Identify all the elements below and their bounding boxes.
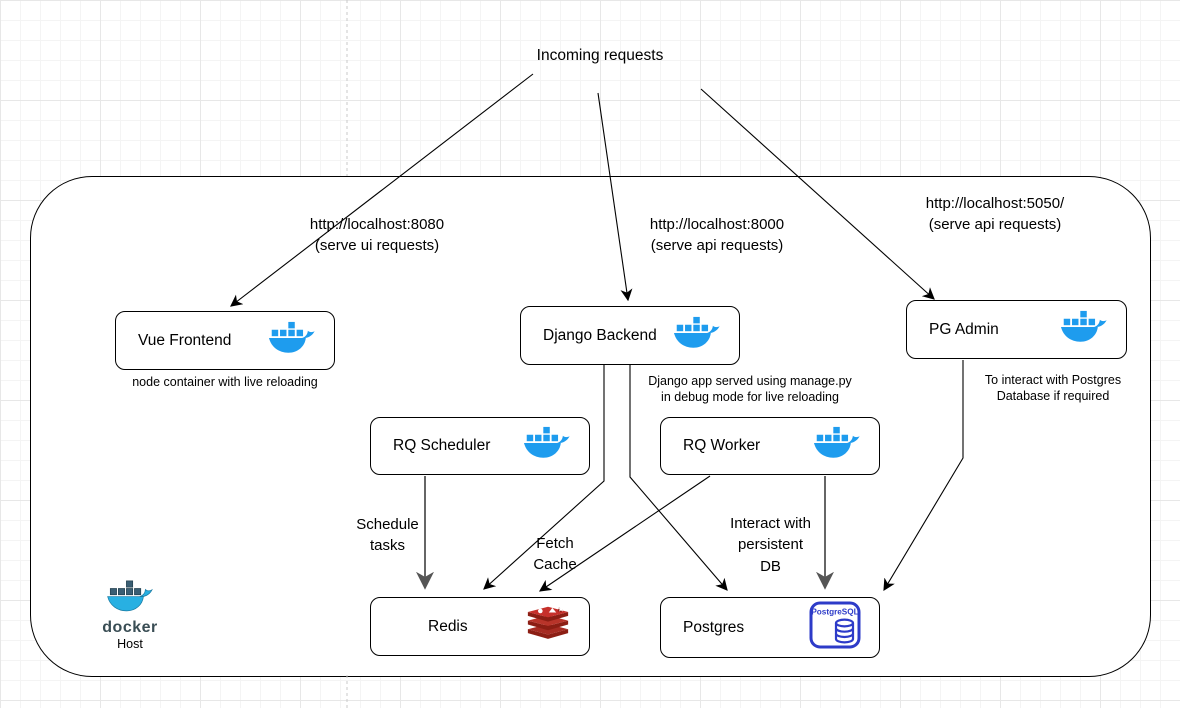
node-vue-frontend-label: Vue Frontend <box>138 331 232 349</box>
node-pg-admin[interactable]: PG Admin <box>906 300 1127 359</box>
node-rq-worker-label: RQ Worker <box>683 437 761 454</box>
edge-label-api-requests: http://localhost:8000 (serve api request… <box>649 216 785 255</box>
host-label: Host <box>117 637 143 651</box>
node-rq-scheduler-label: RQ Scheduler <box>393 437 491 454</box>
docker-whale-icon <box>673 316 721 356</box>
postgresql-icon-text: PostgreSQL <box>811 608 858 617</box>
node-rq-scheduler[interactable]: RQ Scheduler <box>370 417 590 475</box>
node-postgres-label: Postgres <box>683 618 745 636</box>
docker-whale-icon <box>1060 310 1108 350</box>
redis-icon <box>525 604 571 649</box>
node-postgres[interactable]: Postgres PostgreSQL <box>660 597 880 658</box>
docker-logo-icon <box>96 580 164 619</box>
docker-whale-icon <box>523 426 571 466</box>
edge-label-ui-requests: http://localhost:8080 (serve ui requests… <box>309 216 445 255</box>
edge-label-interact-db: Interact with persistent DB <box>730 515 811 575</box>
edge-label-fetch-cache: Fetch Cache <box>533 535 577 574</box>
postgresql-icon: PostgreSQL <box>809 601 861 654</box>
django-backend-caption: Django app served using manage.py in deb… <box>648 374 852 404</box>
edge-label-pgadmin-requests: http://localhost:5050/ (serve api reques… <box>925 195 1065 234</box>
node-django-backend[interactable]: Django Backend <box>520 306 740 365</box>
node-pg-admin-label: PG Admin <box>929 320 999 338</box>
pg-admin-caption: To interact with Postgres Database if re… <box>984 373 1122 403</box>
docker-host-boundary <box>30 176 1151 677</box>
docker-whale-icon <box>268 321 316 361</box>
node-vue-frontend[interactable]: Vue Frontend <box>115 311 335 370</box>
docker-wordmark: docker <box>102 619 158 636</box>
node-redis-label: Redis <box>428 617 468 635</box>
node-rq-worker[interactable]: RQ Worker <box>660 417 880 475</box>
node-redis[interactable]: Redis <box>370 597 590 656</box>
docker-host-logo: docker Host <box>96 580 164 651</box>
node-django-backend-label: Django Backend <box>543 326 657 344</box>
edge-label-schedule-tasks: Schedule tasks <box>356 516 419 555</box>
docker-whale-icon <box>813 426 861 466</box>
vue-frontend-caption: node container with live reloading <box>132 375 318 389</box>
incoming-requests-label: Incoming requests <box>536 47 664 64</box>
